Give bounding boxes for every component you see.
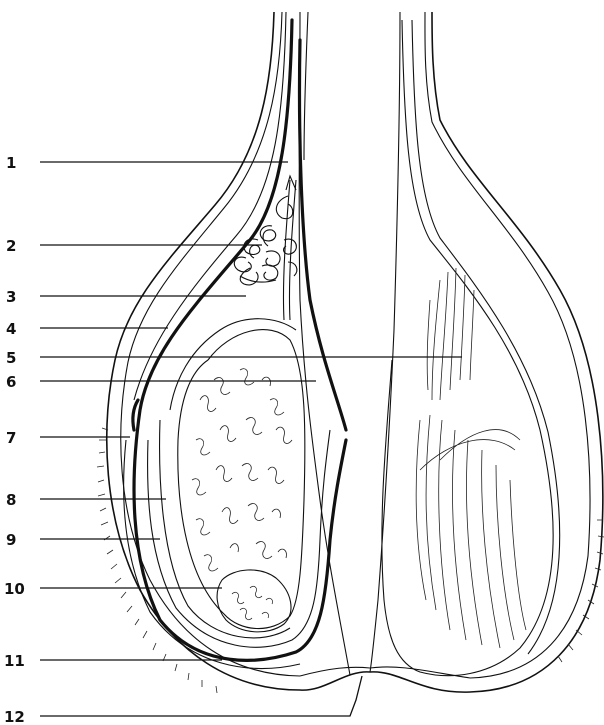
label-5: 5 <box>6 349 16 367</box>
leader-12 <box>40 676 362 716</box>
tunica-thick-left <box>134 20 346 660</box>
septum-left <box>299 12 350 675</box>
right-testis-outline <box>382 20 553 676</box>
vas-arrow <box>286 176 296 190</box>
tunica-thick-inner <box>299 40 346 430</box>
label-4: 4 <box>6 320 16 338</box>
label-8: 8 <box>6 491 16 509</box>
outer-sac-second-layer <box>121 12 590 678</box>
label-1: 1 <box>6 154 16 172</box>
lower-lobule-texture <box>232 586 273 619</box>
label-12: 12 <box>4 708 25 725</box>
label-9: 9 <box>6 531 16 549</box>
leader-lines <box>40 162 462 716</box>
label-3: 3 <box>6 288 16 306</box>
label-numbers: 1 2 3 4 5 6 7 8 9 10 11 12 <box>4 154 25 725</box>
outer-sac-outline <box>107 12 603 692</box>
vas-deferens <box>283 180 296 320</box>
central-column <box>304 12 400 330</box>
label-6: 6 <box>6 373 16 391</box>
left-testis-tubules <box>192 369 292 571</box>
label-7: 7 <box>6 429 16 447</box>
label-10: 10 <box>4 580 25 598</box>
inner-layer-left <box>124 12 300 669</box>
lower-lobule <box>217 570 291 632</box>
label-2: 2 <box>6 237 16 255</box>
right-testis-striations <box>416 268 526 648</box>
label-11: 11 <box>4 652 25 670</box>
